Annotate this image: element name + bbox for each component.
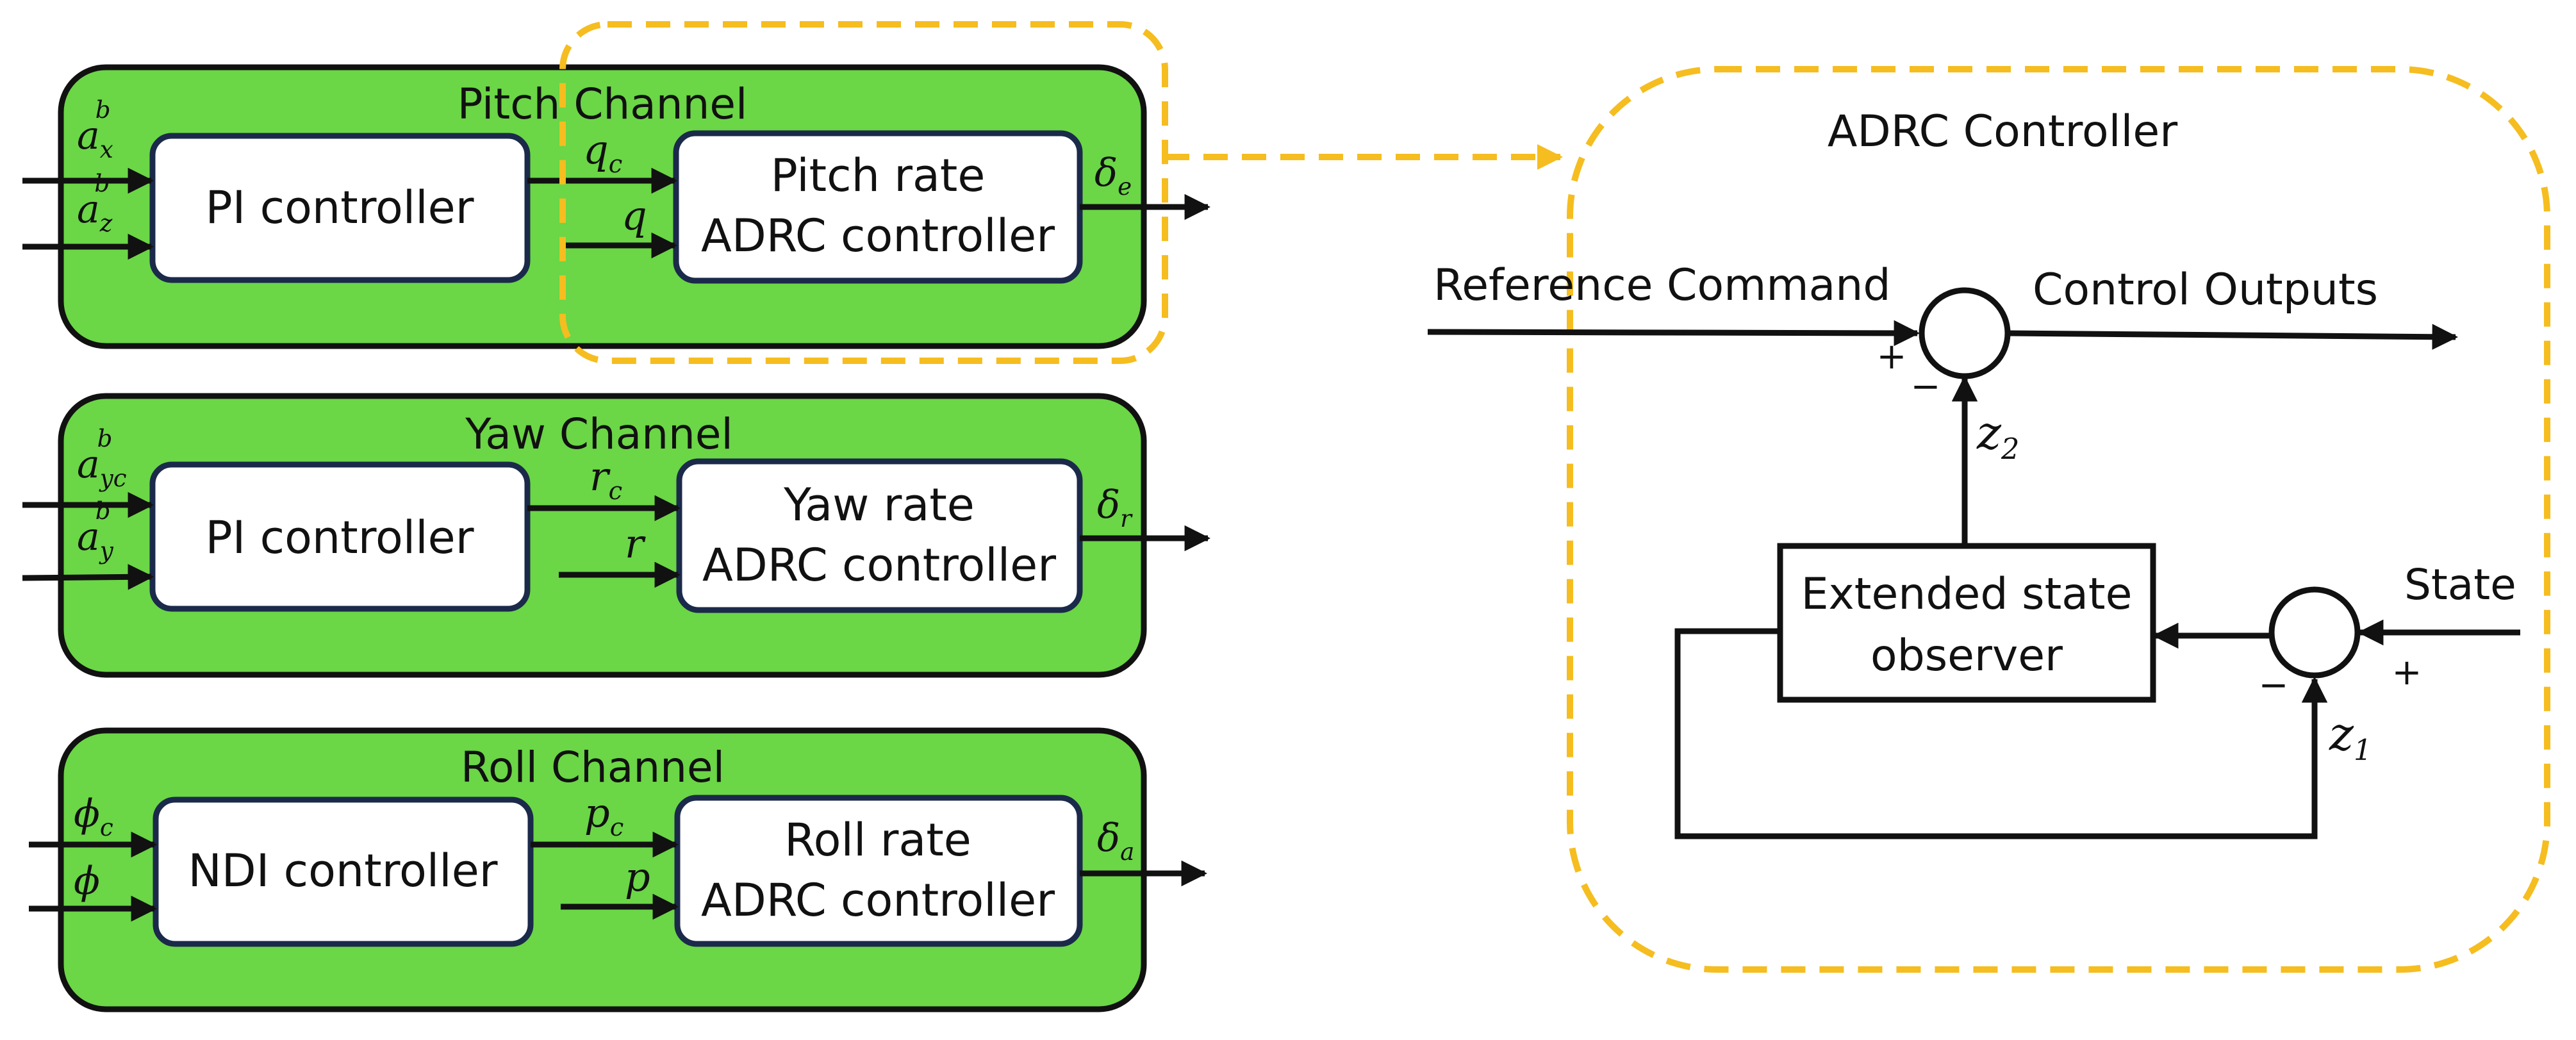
top-sum-plus-sign: + (1877, 336, 1907, 377)
roll-command-symbol: pc (584, 789, 623, 842)
yaw-outer-controller-box (149, 461, 531, 612)
pitch-outer-controller-label: PI controller (205, 181, 474, 234)
yaw-outer-controller-label: PI controller (205, 511, 474, 564)
control-outputs-label: Control Outputs (2033, 265, 2378, 315)
yaw-command-symbol: rc (590, 453, 622, 506)
yaw-output-symbol: δr (1097, 483, 1133, 532)
roll-outer-controller-box (153, 797, 534, 947)
pitch-feedback-symbol: q (622, 192, 647, 239)
right-sum-minus-sign: − (2259, 664, 2289, 706)
adrc-detail: ADRC Controller Reference Command Contro… (1427, 66, 2550, 973)
pitch-rate-controller-label-2: ADRC controller (701, 210, 1055, 262)
reference-command-arrow (1427, 320, 1920, 347)
roll-rate-controller-label-1: Roll rate (784, 814, 971, 866)
yaw-input-1-symbol: aycb (77, 424, 127, 492)
pitch-rate-controller-label-1: Pitch rate (771, 149, 986, 202)
adrc-detail-title: ADRC Controller (1828, 106, 2177, 157)
roll-channel: Roll Channel NDI controller Roll rate AD… (29, 727, 1208, 1012)
yaw-rate-controller-label-1: Yaw rate (783, 479, 975, 531)
roll-input-2-symbol: ϕ (74, 859, 100, 904)
z1-feedback-loop (1674, 628, 2328, 839)
roll-channel-title: Roll Channel (461, 743, 725, 792)
right-summing-junction (2268, 586, 2361, 679)
extended-state-observer-box (1777, 543, 2156, 703)
eso-label-line1: Extended state (1801, 569, 2133, 620)
eso-label-line2: observer (1870, 631, 2063, 681)
pitch-channel: Pitch Channel PI controller Pitch rate A… (22, 64, 1211, 349)
z1-symbol: z1 (2329, 707, 2372, 767)
adrc-detail-frame (1567, 66, 2550, 973)
roll-output-symbol: δa (1097, 816, 1134, 866)
yaw-channel: Yaw Channel PI controller Yaw rate ADRC … (22, 393, 1211, 678)
top-sum-minus-sign: − (1911, 366, 1941, 408)
yaw-input-2-arrow (22, 564, 154, 590)
yaw-rate-controller-label-2: ADRC controller (702, 539, 1056, 591)
control-outputs-arrow (2007, 324, 2459, 350)
pitch-channel-title: Pitch Channel (458, 79, 748, 129)
top-summing-junction (1919, 287, 2011, 379)
z2-symbol: z2 (1976, 406, 2019, 466)
yaw-input-2-symbol: ayb (77, 497, 114, 565)
yaw-channel-title: Yaw Channel (465, 409, 733, 459)
pitch-input-2-symbol: azb (77, 169, 113, 237)
pitch-command-symbol: qc (583, 126, 622, 179)
yaw-feedback-symbol: r (625, 520, 646, 567)
pitch-output-symbol: δe (1094, 151, 1132, 201)
roll-feedback-symbol: p (625, 854, 650, 900)
pitch-adrc-highlight (559, 21, 1168, 364)
roll-rate-controller-label-2: ADRC controller (701, 874, 1055, 927)
state-label: State (2404, 560, 2516, 609)
reference-command-label: Reference Command (1433, 260, 1891, 311)
pitch-outer-controller-box (149, 133, 531, 283)
pitch-input-1-symbol: axb (77, 95, 113, 163)
roll-input-1-symbol: ϕc (74, 791, 113, 841)
roll-outer-controller-label: NDI controller (188, 845, 497, 897)
right-sum-plus-sign: + (2392, 652, 2422, 693)
